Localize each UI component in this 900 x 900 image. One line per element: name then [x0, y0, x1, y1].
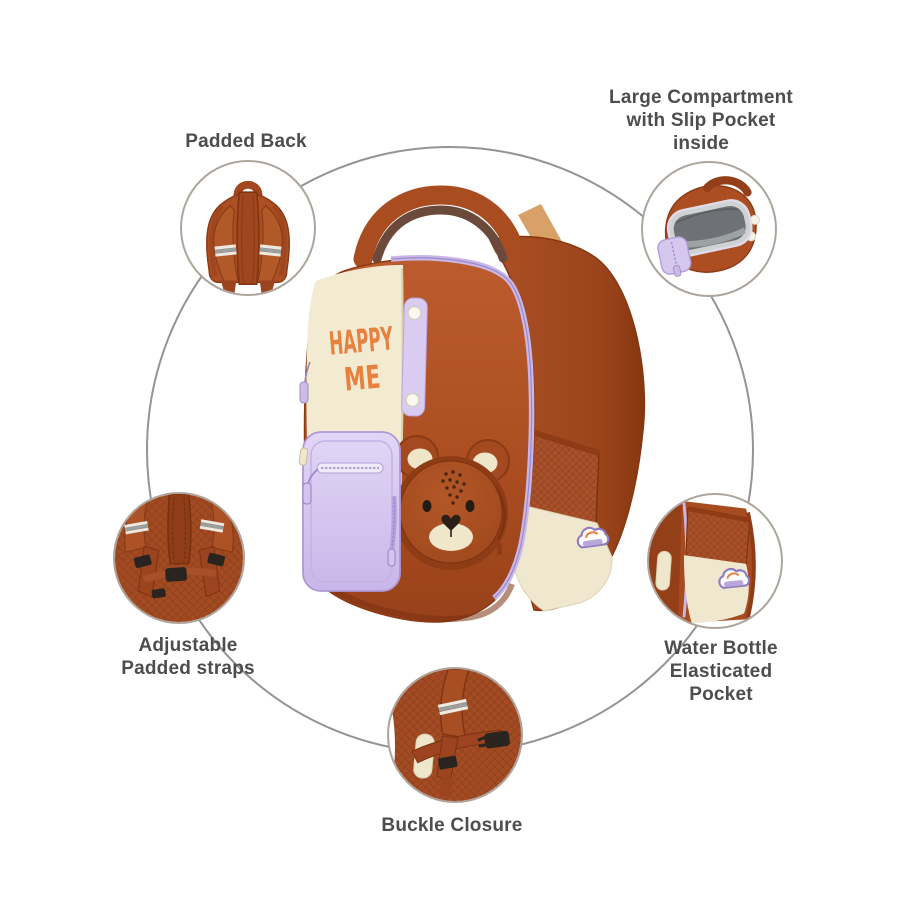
cream-base: [683, 555, 749, 624]
bear-eye-right: [465, 500, 475, 512]
label-line: Pocket: [689, 684, 753, 705]
label-line: with Slip Pocket: [626, 110, 776, 131]
bear-nose: [441, 514, 461, 531]
brand-cloud-badge-small: [718, 568, 751, 589]
callout-circle-buckle-closure: [387, 667, 523, 803]
label-adjustable-straps: Adjustable Padded straps: [68, 634, 308, 680]
label-large-compartment: Large Compartment with Slip Pocket insid…: [561, 86, 841, 155]
label-buckle-closure: Buckle Closure: [332, 814, 572, 837]
print-line-1: HAPPY: [328, 319, 396, 362]
label-water-bottle: Water Bottle Elasticated Pocket: [601, 637, 841, 706]
strap-slider: [438, 755, 458, 770]
label-line: Water Bottle: [664, 638, 778, 659]
print-line-2: ME: [343, 358, 382, 399]
slip-pocket-edge: [677, 227, 746, 248]
bear-eye-left: [422, 500, 432, 512]
callout-circle-water-bottle: [647, 493, 783, 629]
large-compartment-detail: [657, 176, 760, 277]
label-line: Buckle Closure: [381, 815, 523, 836]
side-release-buckle: [477, 730, 510, 749]
label-line: inside: [672, 133, 730, 154]
mini-lilac-pocket: [657, 236, 692, 277]
zipper-pull: [302, 482, 312, 505]
buckle-closure-detail: [389, 669, 521, 801]
bear-freckles: [441, 470, 466, 505]
label-line: Elasticated: [669, 661, 773, 682]
front-zip-pocket: [298, 431, 401, 592]
front-zipper-piping: [390, 255, 535, 601]
water-bottle-pocket-detail: [649, 495, 756, 627]
callout-circle-large-compartment: [641, 161, 777, 297]
adjustable-straps-detail: [115, 494, 243, 622]
label-line: Adjustable: [138, 635, 238, 656]
backpack-illustration: HAPPY ME: [298, 185, 646, 623]
padded-back-detail: [206, 180, 290, 294]
label-line: Padded straps: [121, 658, 255, 679]
strap-adjuster-right: [207, 552, 226, 567]
callout-circle-padded-back: [180, 160, 316, 296]
main-zipper-pull: [299, 361, 311, 404]
open-compartment: [666, 199, 753, 257]
carry-handle: [353, 185, 527, 269]
strap-adjuster-left: [133, 554, 152, 569]
reflective-stripe-left: [214, 244, 237, 257]
backpack-side-body: [488, 235, 646, 612]
bear-face-pouch: [394, 435, 510, 570]
zipper-pull-side: [387, 548, 396, 567]
snap-button-top: [407, 305, 422, 321]
reflective-stripe-right: [259, 244, 282, 257]
snap-placket: [401, 297, 428, 417]
callout-circle-adjustable-straps: [113, 492, 245, 624]
label-line: Large Compartment: [609, 87, 793, 108]
brand-cloud-badge: [576, 526, 610, 549]
chest-buckle: [165, 567, 188, 582]
label-padded-back: Padded Back: [126, 130, 366, 153]
label-line: Padded Back: [185, 131, 307, 152]
print-slogan: HAPPY ME: [328, 319, 396, 399]
snap-button-bottom: [405, 392, 420, 408]
